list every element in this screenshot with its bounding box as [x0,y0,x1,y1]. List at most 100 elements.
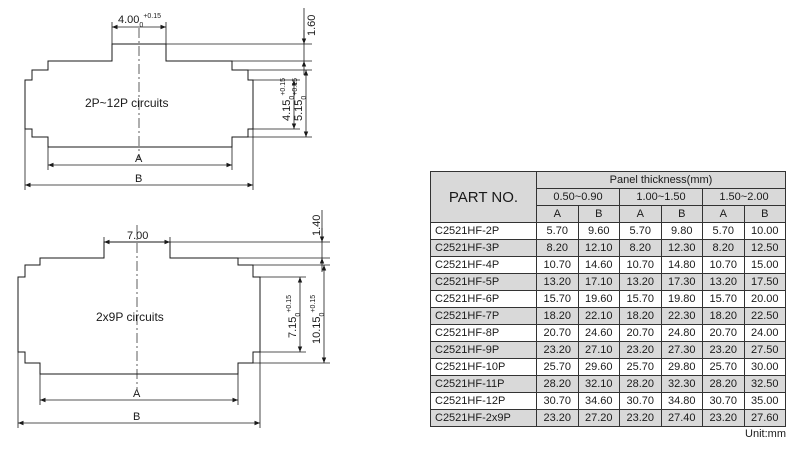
dimension-cell: 9.80 [660,222,703,240]
dimension-cell: 23.20 [702,341,745,359]
dimension-cell: 30.70 [619,392,662,410]
dimension-cell: 23.20 [702,409,745,427]
dimension-cell: 18.20 [702,307,745,325]
dimension-cell: 28.20 [702,375,745,393]
dimension-cell: 13.20 [619,273,662,291]
dimension-cell: 20.70 [619,324,662,342]
part-number-cell: C2521HF-7P [430,307,537,325]
col-b-header: B [660,205,703,223]
dimension-cell: 30.70 [536,392,579,410]
dimension-cell: 8.20 [619,239,662,257]
top-dim-a: A [135,153,143,165]
dimension-cell: 9.60 [577,222,620,240]
col-b-header: B [577,205,620,223]
dimension-cell: 15.70 [619,290,662,308]
dimension-cell: 10.70 [702,256,745,274]
top-outer-height-dim: 5.150+0.15 [292,78,308,121]
dimension-cell: 17.50 [743,273,786,291]
dimension-cell: 18.20 [619,307,662,325]
dimension-cell: 5.70 [536,222,579,240]
dimension-cell: 25.70 [702,358,745,376]
dimension-cell: 14.80 [660,256,703,274]
dimension-cell: 12.30 [660,239,703,257]
dimension-cell: 29.80 [660,358,703,376]
panel-thickness-table: PART NO. Panel thickness(mm) 0.50~0.90 1… [430,171,786,427]
part-number-cell: C2521HF-3P [430,239,537,257]
dimension-cell: 27.60 [743,409,786,427]
top-tab-height-dim: 1.60 [306,15,318,36]
dimension-cell: 5.70 [619,222,662,240]
top-inner-height-dim: 4.150+0.15 [280,78,296,121]
range-header-3: 1.50~2.00 [702,188,786,206]
range-header-2: 1.00~1.50 [619,188,703,206]
dimension-cell: 28.20 [536,375,579,393]
dimension-cell: 32.30 [660,375,703,393]
dimension-cell: 8.20 [536,239,579,257]
dimension-cell: 13.20 [536,273,579,291]
dimension-cell: 27.40 [660,409,703,427]
col-a-header: A [619,205,662,223]
cutout-drawing-2p-12p: 4.000+0.15 1.60 4.150+0.15 5.150+0.15 2P… [24,8,318,190]
dimension-cell: 22.30 [660,307,703,325]
dimension-cell: 32.50 [743,375,786,393]
dimension-cell: 12.50 [743,239,786,257]
part-number-cell: C2521HF-11P [430,375,537,393]
top-dim-b: B [135,173,142,185]
part-number-cell: C2521HF-5P [430,273,537,291]
col-a-header: A [536,205,579,223]
dimension-cell: 25.70 [536,358,579,376]
dimension-cell: 34.60 [577,392,620,410]
dimension-cell: 15.70 [536,290,579,308]
col-b-header: B [743,205,786,223]
dimension-cell: 23.20 [619,341,662,359]
part-number-cell: C2521HF-6P [430,290,537,308]
dimension-cell: 29.60 [577,358,620,376]
dimension-cell: 32.10 [577,375,620,393]
top-circuits-label: 2P~12P circuits [85,96,169,110]
dimension-cell: 35.00 [743,392,786,410]
part-number-cell: C2521HF-10P [430,358,537,376]
dimension-cell: 10.70 [619,256,662,274]
dimension-cell: 24.00 [743,324,786,342]
dimension-cell: 23.20 [619,409,662,427]
panel-thickness-header: Panel thickness(mm) [536,171,786,189]
dimension-cell: 17.30 [660,273,703,291]
cutout-drawing-2x9p: 7.00 1.40 7.150+0.15 10.150+0.15 2x9P ci… [17,210,330,428]
dimension-cell: 22.50 [743,307,786,325]
dimension-cell: 5.70 [702,222,745,240]
col-a-header: A [702,205,745,223]
bottom-inner-height-dim: 7.150+0.15 [286,295,302,338]
unit-note: Unit:mm [745,428,786,440]
dimension-cell: 19.60 [577,290,620,308]
part-no-header: PART NO. [430,171,537,223]
bottom-tab-height-dim: 1.40 [311,215,323,236]
part-number-cell: C2521HF-2x9P [430,409,537,427]
dimension-cell: 18.20 [536,307,579,325]
dimension-cell: 24.80 [660,324,703,342]
part-number-cell: C2521HF-4P [430,256,537,274]
dimension-cell: 10.00 [743,222,786,240]
part-number-cell: C2521HF-2P [430,222,537,240]
dimension-cell: 15.00 [743,256,786,274]
dimension-cell: 15.70 [702,290,745,308]
dimension-cell: 27.30 [660,341,703,359]
dimension-cell: 8.20 [702,239,745,257]
dimension-cell: 17.10 [577,273,620,291]
dimension-cell: 13.20 [702,273,745,291]
part-number-cell: C2521HF-8P [430,324,537,342]
dimension-cell: 19.80 [660,290,703,308]
dimension-cell: 20.70 [536,324,579,342]
